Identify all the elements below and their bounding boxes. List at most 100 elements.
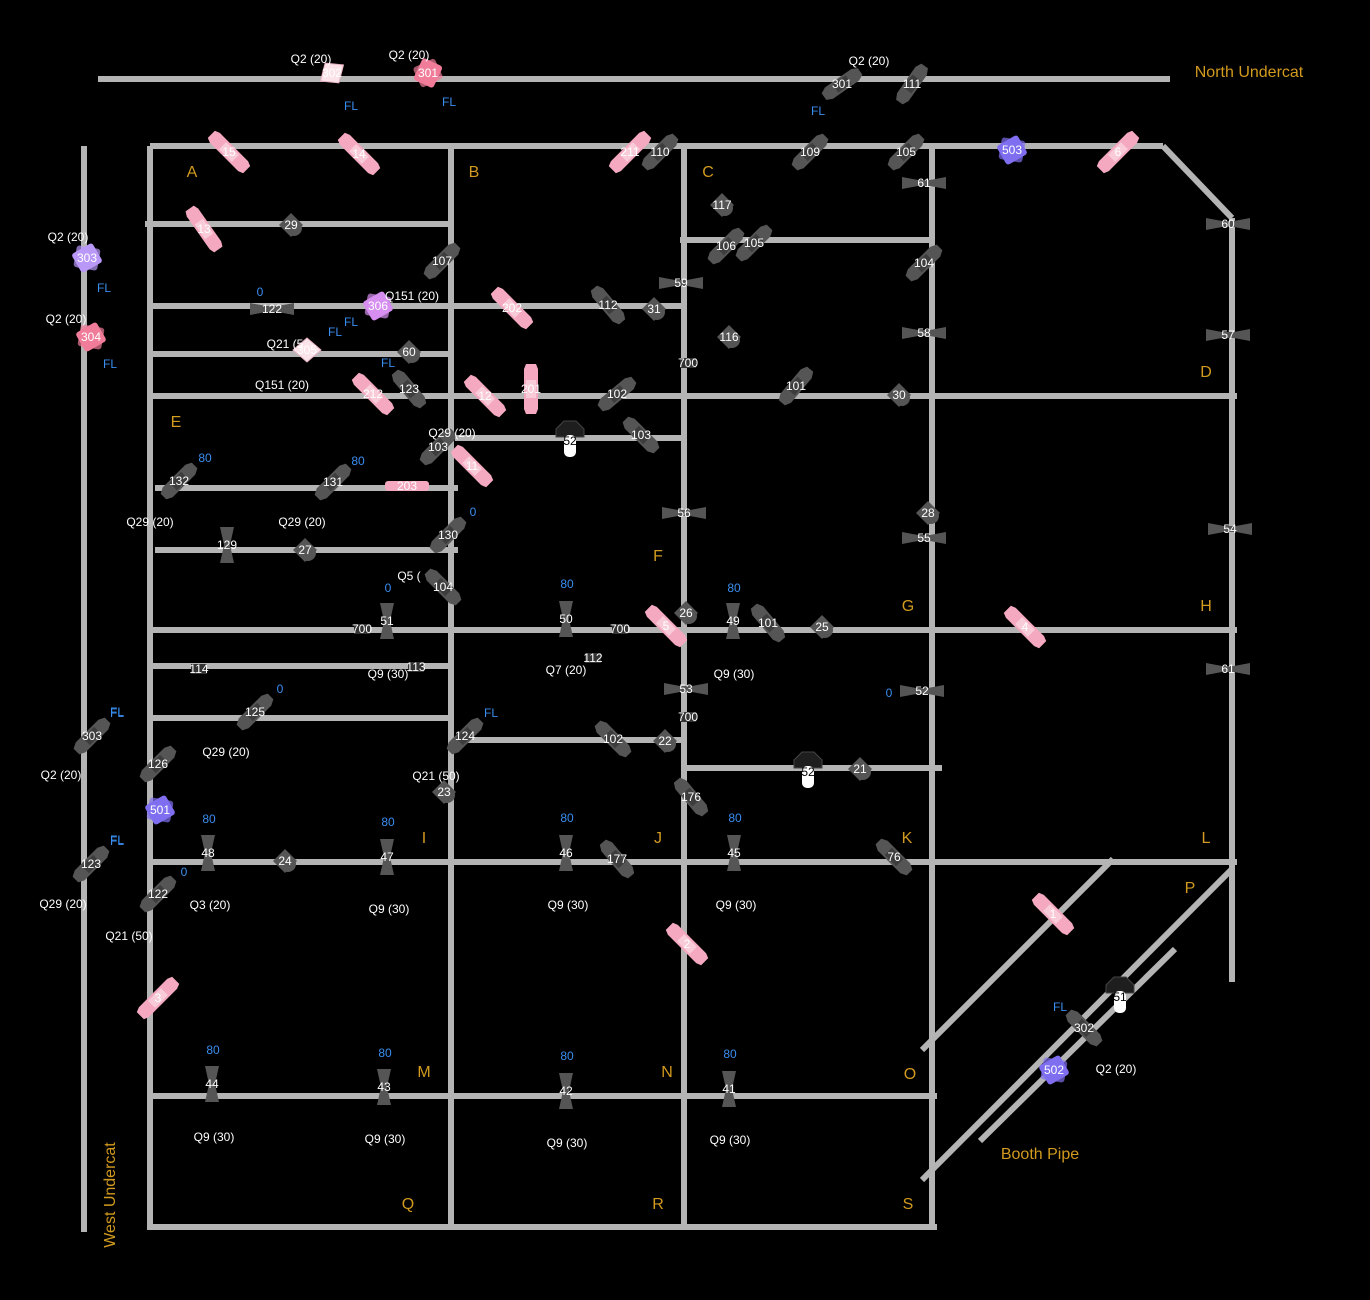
valve-device-109[interactable] (789, 131, 830, 172)
valve-device-101[interactable] (776, 365, 815, 408)
valve-device-27[interactable] (293, 538, 317, 562)
valve-device-52[interactable] (900, 685, 944, 697)
valve-device-31[interactable] (642, 297, 666, 321)
valve-device-700[interactable] (680, 358, 696, 368)
valve-device-51[interactable] (380, 603, 394, 639)
valve-device-302[interactable] (314, 55, 351, 91)
valve-device-12[interactable] (462, 373, 507, 418)
valve-device-176[interactable] (671, 776, 710, 819)
valve-device-61[interactable] (902, 177, 946, 189)
valve-device-102[interactable] (596, 374, 639, 413)
valve-device-29[interactable] (279, 213, 303, 237)
valve-device-502[interactable] (1038, 1054, 1070, 1085)
valve-device-123[interactable] (70, 843, 111, 884)
valve-device-305[interactable] (292, 337, 322, 363)
valve-device-105[interactable] (733, 222, 774, 263)
valve-device-306[interactable] (362, 290, 394, 321)
valve-device-106[interactable] (705, 225, 746, 266)
valve-device-104[interactable] (903, 242, 944, 283)
valve-device-110[interactable] (639, 131, 680, 172)
valve-device-54[interactable] (1208, 523, 1252, 535)
valve-device-4[interactable] (1002, 604, 1047, 649)
valve-device-30[interactable] (887, 383, 911, 407)
valve-device-13[interactable] (184, 205, 224, 254)
valve-device-501[interactable] (144, 794, 176, 825)
valve-device-60[interactable] (397, 340, 421, 364)
valve-device-50[interactable] (559, 601, 573, 637)
valve-device-59[interactable] (659, 277, 703, 289)
valve-device-103[interactable] (417, 426, 458, 467)
valve-device-112[interactable] (588, 284, 627, 327)
valve-device-55[interactable] (902, 532, 946, 544)
valve-device-102[interactable] (592, 718, 633, 759)
valve-device-130[interactable] (427, 514, 468, 555)
valve-device-5[interactable] (643, 603, 688, 648)
valve-device-111[interactable] (894, 62, 931, 106)
valve-device-61[interactable] (1206, 663, 1250, 675)
valve-device-201[interactable] (524, 364, 538, 414)
valve-device-47[interactable] (380, 839, 394, 875)
valve-device-41[interactable] (722, 1071, 736, 1107)
valve-device-211[interactable] (607, 129, 652, 174)
valve-device-303[interactable] (71, 715, 112, 756)
valve-device-303[interactable] (71, 242, 103, 273)
valve-device-51[interactable] (1105, 976, 1135, 1013)
valve-device-124[interactable] (444, 715, 485, 756)
valve-device-177[interactable] (597, 838, 636, 881)
valve-device-122[interactable] (250, 303, 294, 315)
valve-device-57[interactable] (1206, 329, 1250, 341)
valve-device-76[interactable] (873, 836, 914, 877)
valve-device-131[interactable] (312, 461, 353, 502)
valve-device-126[interactable] (137, 743, 178, 784)
valve-device-113[interactable] (408, 662, 424, 672)
valve-device-104[interactable] (422, 566, 463, 607)
valve-device-212[interactable] (350, 371, 395, 416)
valve-device-503[interactable] (996, 134, 1028, 165)
valve-device-3[interactable] (135, 975, 180, 1020)
valve-device-116[interactable] (717, 325, 741, 349)
valve-device-1[interactable] (1030, 891, 1075, 936)
valve-device-21[interactable] (848, 757, 872, 781)
valve-device-58[interactable] (902, 327, 946, 339)
valve-device-105[interactable] (885, 131, 926, 172)
valve-device-700[interactable] (680, 712, 696, 722)
valve-device-203[interactable] (385, 481, 429, 491)
valve-device-15[interactable] (206, 129, 251, 174)
valve-device-301[interactable] (820, 66, 864, 103)
valve-device-45[interactable] (727, 835, 741, 871)
valve-device-700[interactable] (612, 624, 628, 634)
valve-device-52[interactable] (793, 751, 823, 788)
valve-device-49[interactable] (726, 603, 740, 639)
valve-device-114[interactable] (191, 664, 207, 674)
valve-device-11[interactable] (449, 443, 494, 488)
valve-device-123[interactable] (389, 368, 428, 411)
valve-device-132[interactable] (158, 460, 199, 501)
valve-device-129[interactable] (220, 527, 234, 563)
valve-device-202[interactable] (489, 285, 534, 330)
valve-device-6[interactable] (1095, 129, 1140, 174)
valve-device-43[interactable] (377, 1069, 391, 1105)
valve-device-24[interactable] (273, 849, 297, 873)
valve-device-302[interactable] (1063, 1007, 1104, 1048)
valve-device-44[interactable] (205, 1066, 219, 1102)
valve-device-700[interactable] (354, 624, 370, 634)
valve-device-28[interactable] (916, 501, 940, 525)
valve-device-23[interactable] (432, 780, 456, 804)
valve-device-301[interactable] (406, 51, 450, 95)
valve-device-52[interactable] (555, 420, 585, 457)
valve-device-42[interactable] (559, 1073, 573, 1109)
valve-device-22[interactable] (653, 729, 677, 753)
valve-device-304[interactable] (75, 321, 107, 352)
valve-device-122[interactable] (137, 873, 178, 914)
valve-device-2[interactable] (664, 921, 709, 966)
valve-device-125[interactable] (234, 691, 275, 732)
valve-device-112[interactable] (585, 653, 601, 663)
valve-device-46[interactable] (559, 835, 573, 871)
valve-device-53[interactable] (664, 683, 708, 695)
valve-device-101[interactable] (748, 602, 787, 645)
valve-device-25[interactable] (810, 615, 834, 639)
valve-device-48[interactable] (201, 835, 215, 871)
valve-device-117[interactable] (710, 193, 734, 217)
valve-device-14[interactable] (336, 131, 381, 176)
valve-device-26[interactable] (674, 601, 698, 625)
